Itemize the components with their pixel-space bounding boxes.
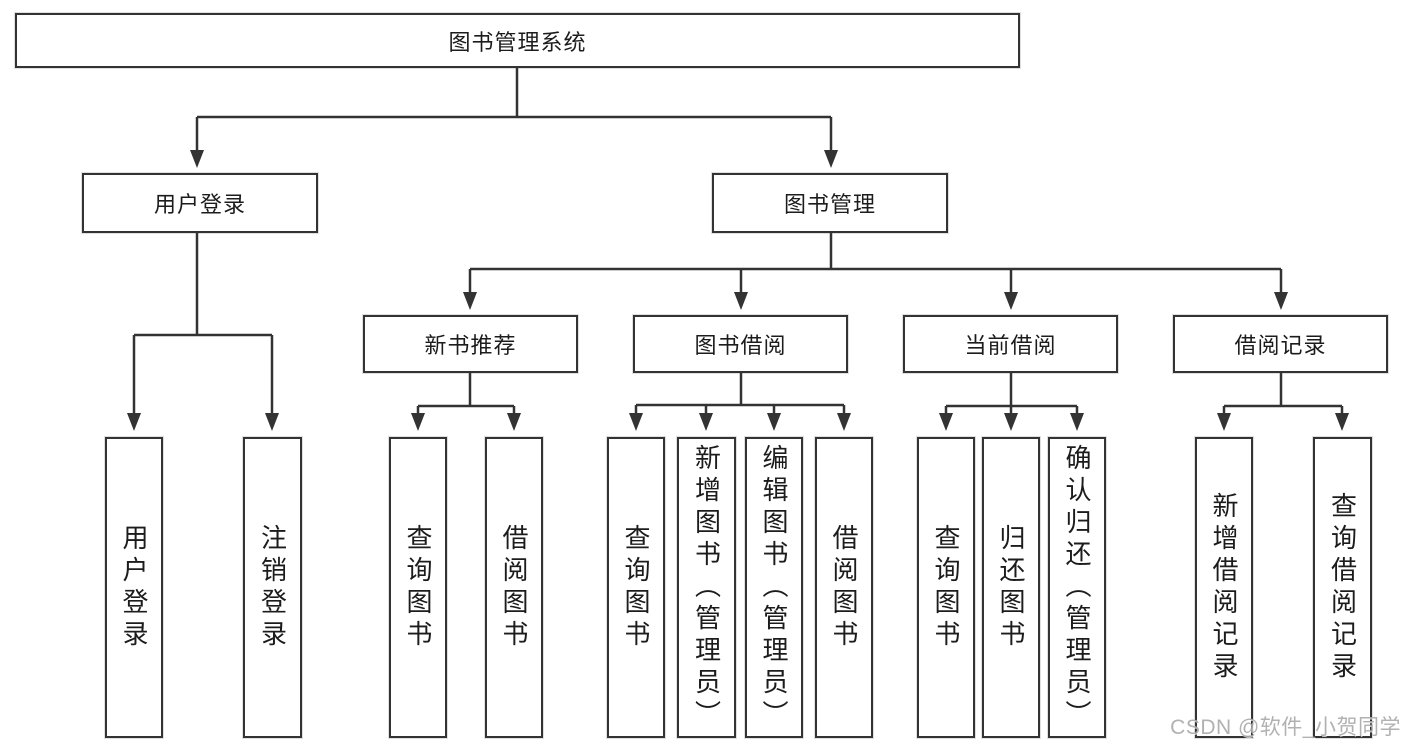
node-book-management: 图书管理 [712, 173, 948, 233]
leaf-borrow-books-recommend: 借阅图书 [485, 437, 543, 738]
leaf-query-books-current: 查询图书 [917, 437, 975, 738]
leaf-borrow-books-borrow: 借阅图书 [815, 437, 873, 738]
node-book-borrowing: 图书借阅 [633, 315, 848, 373]
csdn-watermark: CSDN @软件_小贺同学 [1170, 716, 1401, 739]
leaf-add-books-admin: 新增图书（管理员） [677, 437, 736, 738]
node-new-book-recommendation: 新书推荐 [363, 315, 578, 373]
node-current-borrowing: 当前借阅 [903, 315, 1118, 373]
leaf-query-borrow-record: 查询借阅记录 [1313, 437, 1372, 738]
node-user-login: 用户登录 [82, 173, 318, 233]
node-library-management-system: 图书管理系统 [15, 13, 1020, 68]
leaf-user-login: 用户登录 [105, 437, 163, 738]
node-borrowing-records: 借阅记录 [1173, 315, 1388, 373]
leaf-edit-books-admin: 编辑图书（管理员） [745, 437, 803, 738]
leaf-add-borrow-record: 新增借阅记录 [1195, 437, 1253, 738]
leaf-logout: 注销登录 [243, 437, 302, 738]
leaf-confirm-return-admin: 确认归还（管理员） [1048, 437, 1106, 738]
leaf-query-books-recommend: 查询图书 [389, 437, 447, 738]
leaf-query-books-borrow: 查询图书 [607, 437, 665, 738]
leaf-return-books: 归还图书 [982, 437, 1040, 738]
